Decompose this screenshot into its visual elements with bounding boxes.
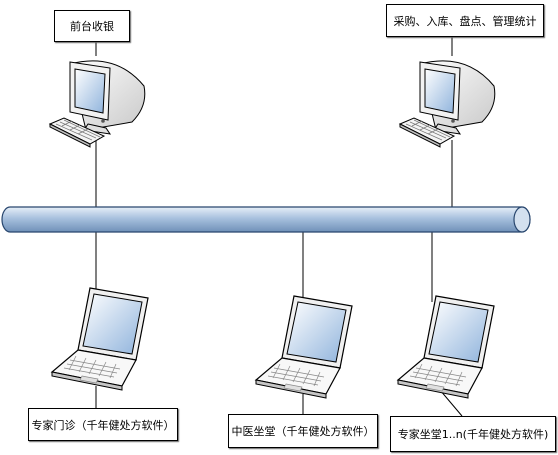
- label-front-desk: 前台收银: [54, 10, 130, 42]
- desktop-computer-icon: [399, 60, 496, 148]
- label-procurement: 采购、入库、盘点、管理统计: [386, 4, 544, 37]
- line-laptop3-label: [439, 389, 463, 417]
- laptop-icon: [51, 287, 149, 391]
- network-bus: [1, 206, 531, 233]
- laptop-icon: [397, 295, 495, 399]
- label-clinic-multi: 专家坐堂1..n(千年健处方软件): [390, 416, 556, 452]
- desktop-computer-icon: [49, 60, 146, 148]
- connection-lines: [95, 37, 463, 417]
- label-clinic-tcm: 中医坐堂（千年健处方软件）: [228, 414, 378, 448]
- laptop-icon: [255, 295, 353, 399]
- label-clinic-expert: 专家门诊（千年健处方软件）: [28, 408, 178, 441]
